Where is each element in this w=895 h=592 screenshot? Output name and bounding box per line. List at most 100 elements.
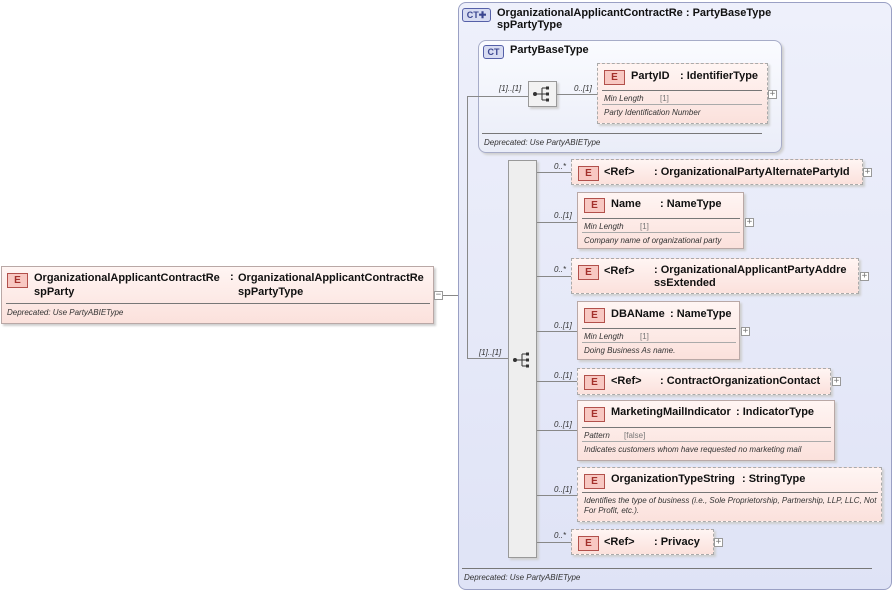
ct-outer-title: OrganizationalApplicantContractRe : Part… bbox=[497, 7, 772, 31]
separator bbox=[582, 328, 736, 329]
sequence-icon bbox=[533, 86, 549, 102]
element-type: : NameType bbox=[670, 308, 732, 320]
ct-outer-badge: CT✚ bbox=[462, 8, 491, 22]
element-badge: E bbox=[578, 265, 599, 280]
separator bbox=[6, 303, 430, 304]
element-name: OrganizationTypeString bbox=[611, 473, 735, 485]
ct-outer-footer: Deprecated: Use PartyABIEType bbox=[464, 573, 581, 582]
separator bbox=[462, 568, 872, 569]
collapse-toggle[interactable]: − bbox=[434, 290, 443, 300]
separator bbox=[602, 104, 762, 105]
element-name-box[interactable]: E Name : NameType Min Length [1] Company… bbox=[577, 192, 744, 249]
expand-toggle[interactable]: + bbox=[745, 217, 754, 227]
element-name: <Ref> bbox=[604, 536, 635, 548]
facet-value: [1] bbox=[640, 332, 649, 341]
facet-label: Min Length bbox=[584, 222, 624, 231]
multiplicity: 0..[1] bbox=[554, 371, 572, 380]
expand-toggle[interactable]: + bbox=[863, 167, 872, 177]
connector bbox=[467, 358, 509, 359]
element-type: : IdentifierType bbox=[680, 70, 759, 82]
separator bbox=[582, 342, 736, 343]
element-name: Name bbox=[611, 198, 641, 210]
separator bbox=[582, 441, 831, 442]
expand-toggle[interactable]: + bbox=[714, 537, 723, 547]
element-type: : OrganizationalApplicantPartyAddre ssEx… bbox=[654, 264, 847, 289]
root-type-sep: : bbox=[230, 271, 234, 283]
element-doc: Identifies the type of business (i.e., S… bbox=[584, 496, 877, 515]
element-badge: E bbox=[578, 536, 599, 551]
facet-label: Min Length bbox=[604, 94, 644, 103]
facet-value: [false] bbox=[624, 431, 646, 440]
element-badge: E bbox=[584, 198, 605, 213]
element-ref-party-address-extended[interactable]: E <Ref> : OrganizationalApplicantPartyAd… bbox=[571, 258, 859, 294]
connector bbox=[537, 222, 577, 223]
ct-inner-badge: CT bbox=[483, 45, 504, 59]
element-ref-contract-organization-contact[interactable]: E <Ref> : ContractOrganizationContact bbox=[577, 368, 831, 395]
connector bbox=[537, 381, 577, 382]
root-note: Deprecated: Use PartyABIEType bbox=[7, 308, 124, 317]
element-type: : ContractOrganizationContact bbox=[660, 375, 821, 387]
element-name: PartyID bbox=[631, 70, 670, 82]
element-name: MarketingMailIndicator bbox=[611, 406, 731, 418]
root-element-box[interactable]: E OrganizationalApplicantContractRe spPa… bbox=[1, 266, 434, 324]
element-type: : IndicatorType bbox=[736, 406, 815, 418]
element-badge: E bbox=[584, 474, 605, 489]
sequence-icon bbox=[513, 352, 529, 368]
separator bbox=[602, 90, 762, 91]
connector bbox=[557, 94, 597, 95]
multiplicity: 0..* bbox=[554, 531, 567, 540]
separator bbox=[582, 218, 740, 219]
element-dba-name[interactable]: E DBAName : NameType Min Length [1] Doin… bbox=[577, 301, 740, 360]
element-doc: Indicates customers whom have requested … bbox=[584, 445, 802, 454]
element-doc: Company name of organizational party bbox=[584, 236, 722, 245]
element-party-id[interactable]: E PartyID : IdentifierType Min Length [1… bbox=[597, 63, 768, 124]
element-badge: E bbox=[584, 308, 605, 323]
element-badge: E bbox=[7, 273, 28, 288]
ct-inner-footer: Deprecated: Use PartyABIEType bbox=[484, 138, 601, 147]
element-type: : Privacy bbox=[654, 536, 700, 548]
expand-toggle[interactable]: + bbox=[768, 89, 777, 99]
facet-label: Pattern bbox=[584, 431, 610, 440]
element-type: : NameType bbox=[660, 198, 722, 210]
connector bbox=[443, 295, 468, 296]
multiplicity: 0..[1] bbox=[554, 321, 572, 330]
sequence-compositor[interactable] bbox=[528, 81, 557, 107]
connector bbox=[537, 542, 572, 543]
element-name: <Ref> bbox=[611, 375, 642, 387]
expand-toggle[interactable]: + bbox=[832, 376, 841, 386]
connector bbox=[537, 495, 577, 496]
element-type: : StringType bbox=[742, 473, 806, 485]
connector bbox=[537, 172, 572, 173]
multiplicity: [1]..[1] bbox=[499, 84, 522, 93]
element-badge: E bbox=[578, 166, 599, 181]
expand-toggle[interactable]: + bbox=[741, 326, 750, 336]
element-name: <Ref> bbox=[604, 166, 635, 178]
expand-toggle[interactable]: + bbox=[860, 271, 869, 281]
multiplicity: 0..[1] bbox=[554, 211, 572, 220]
ct-inner-title: PartyBaseType bbox=[510, 44, 589, 56]
element-ref-privacy[interactable]: E <Ref> : Privacy bbox=[571, 529, 714, 555]
multiplicity: 0..[1] bbox=[554, 485, 572, 494]
connector bbox=[537, 331, 577, 332]
element-name: <Ref> bbox=[604, 265, 635, 277]
facet-value: [1] bbox=[640, 222, 649, 231]
multiplicity: 0..* bbox=[554, 162, 567, 171]
connector bbox=[467, 96, 468, 359]
multiplicity: [1]..[1] bbox=[479, 348, 502, 357]
separator bbox=[582, 427, 831, 428]
element-doc: Doing Business As name. bbox=[584, 346, 676, 355]
sequence-compositor[interactable] bbox=[508, 160, 537, 558]
element-organization-type-string[interactable]: E OrganizationTypeString : StringType Id… bbox=[577, 467, 882, 522]
plus-icon: ✚ bbox=[478, 10, 487, 20]
connector bbox=[467, 96, 529, 97]
element-badge: E bbox=[584, 407, 605, 422]
separator bbox=[482, 133, 762, 134]
element-marketing-mail-indicator[interactable]: E MarketingMailIndicator : IndicatorType… bbox=[577, 400, 835, 461]
connector bbox=[537, 276, 572, 277]
root-element-type: OrganizationalApplicantContractRe spPart… bbox=[238, 272, 424, 298]
facet-label: Min Length bbox=[584, 332, 624, 341]
element-ref-alternate-party-id[interactable]: E <Ref> : OrganizationalPartyAlternatePa… bbox=[571, 159, 863, 185]
element-badge: E bbox=[604, 70, 625, 85]
separator bbox=[582, 492, 878, 493]
root-element-name: OrganizationalApplicantContractRe spPart… bbox=[34, 272, 220, 298]
